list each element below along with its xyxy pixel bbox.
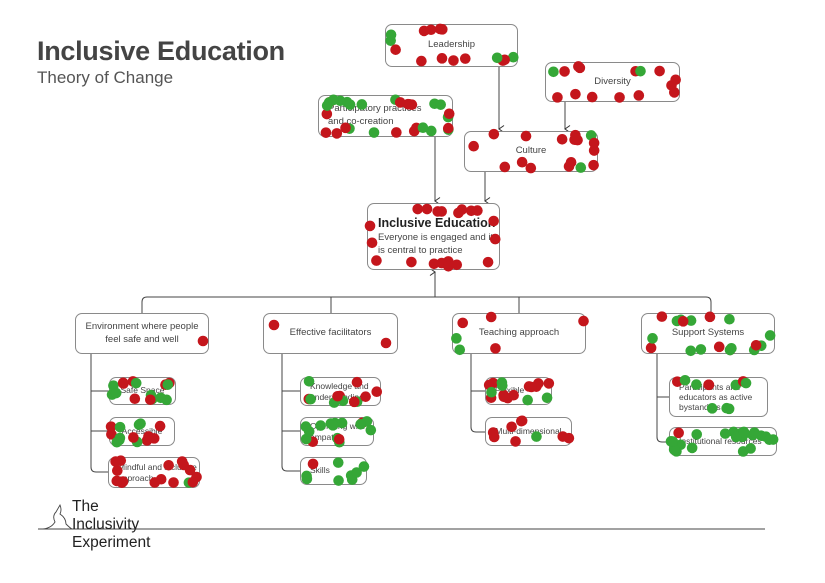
node-support: Support Systems [641, 313, 775, 354]
branch-line [141, 296, 712, 313]
hand-icon [37, 503, 73, 530]
node-label: Support Systems [671, 327, 745, 339]
logo-line: The [72, 498, 99, 515]
node-label: Effective facilitators [289, 327, 372, 339]
node-participatory: Participatory practices and co-creation [318, 95, 453, 137]
node-label: Culture [515, 145, 547, 157]
node-label: Institutional resources [679, 435, 762, 446]
teach-children-line [470, 354, 485, 433]
support-children-line [656, 354, 669, 443]
node-label: Participants and educators as active bys… [679, 381, 753, 413]
node-empathy: Operating with empathy [300, 417, 374, 446]
node-inclusive-education: Inclusive Education Everyone is engaged … [367, 203, 500, 270]
node-label: Diversity [594, 75, 631, 87]
node-label: Teaching approach [478, 327, 560, 339]
node-label: Operating with empathy [310, 421, 365, 442]
logo-line: Experiment [72, 534, 151, 551]
node-label: Participatory practices and co-creation [328, 103, 422, 127]
logo: The Inclusivity Experiment [72, 498, 150, 552]
node-accessible: Accessible [109, 417, 175, 446]
logo-line: Inclusivity [72, 516, 140, 533]
node-multi-dimensional: Multi-dimensional [485, 417, 572, 446]
node-description: Everyone is engaged and it is central to… [378, 232, 494, 256]
node-label: Mindful and inclusive approach [118, 461, 197, 483]
node-label: Multi-dimensional [495, 425, 562, 436]
node-facilitators: Effective facilitators [263, 313, 398, 354]
node-knowledge: Knowledge and understanding [300, 377, 381, 406]
node-label: Leadership [427, 39, 475, 51]
node-heading: Inclusive Education [378, 216, 496, 231]
node-safe-space: Safe Space [109, 377, 176, 405]
node-culture: Culture [464, 131, 598, 172]
node-flexible: Flexible [485, 377, 552, 405]
node-skills: Skills [300, 457, 367, 485]
node-bystanders: Participants and educators as active bys… [669, 377, 768, 417]
node-label: Flexible [495, 385, 525, 396]
env-children-line [90, 354, 109, 473]
node-environment: Environment where people feel safe and w… [75, 313, 209, 354]
node-mindful: Mindful and inclusive approach [108, 457, 200, 488]
node-leadership: Leadership [385, 24, 518, 67]
node-institutional-resources: Institutional resources [669, 427, 777, 456]
node-label: Safe Space [120, 385, 165, 396]
page-title: Inclusive Education [37, 36, 285, 66]
node-label: Skills [310, 465, 330, 476]
node-label: Accessible [121, 425, 163, 436]
node-label: Knowledge and understanding [310, 381, 369, 402]
fac-children-line [281, 354, 300, 472]
node-label: Environment where people feel safe and w… [85, 320, 199, 345]
page-subtitle: Theory of Change [37, 68, 174, 87]
node-diversity: Diversity [545, 62, 680, 102]
node-teaching: Teaching approach [452, 313, 586, 354]
